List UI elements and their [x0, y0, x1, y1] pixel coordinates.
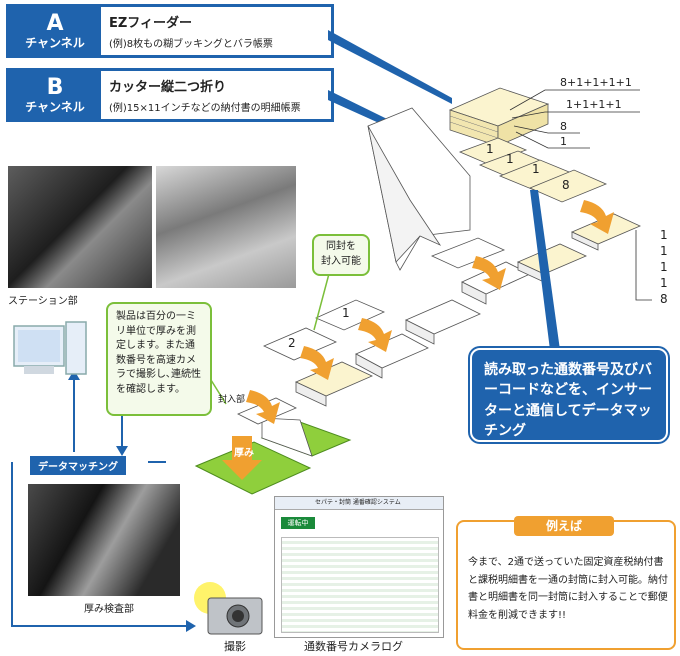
stack-label-4: 1 [560, 135, 567, 148]
computer-icon [13, 321, 87, 375]
stack-label-3: 8 [560, 120, 567, 133]
thickness-caption: 厚み検査部 [84, 604, 134, 615]
thickness-tag: 厚み [234, 448, 254, 459]
orange-arrows [222, 200, 614, 480]
right-column-5: 8 [660, 292, 668, 306]
sheet-number-1: 1 [486, 142, 494, 156]
data-matching-arrowheads [68, 370, 196, 632]
channel-b-desc: (例)15×11インチなどの納付書の明細帳票 [109, 103, 301, 114]
camera-log-table [281, 537, 439, 633]
station-photo-left [8, 166, 152, 288]
right-column-leader [635, 230, 652, 301]
sheet-number-3: 1 [532, 162, 540, 176]
channel-a-channel: チャンネル [25, 36, 85, 50]
sheet-number-5: 1 [342, 306, 350, 320]
stack-label-leaders [509, 89, 640, 149]
example-text: 今まで、2通で送っていた固定資産税納付書と課税明細書を一通の封筒に封入可能。納付… [468, 557, 668, 621]
numbered-sheets [263, 299, 385, 361]
channel-a-desc: (例)8枚もの糊ブッキングとバラ帳票 [109, 39, 273, 50]
station-photo-right [156, 166, 296, 288]
channel-b-title: カッター縦二つ折り [109, 80, 227, 95]
insert-label: 封入部 [218, 395, 246, 405]
folded-sheet [367, 107, 471, 271]
blue-pointer [530, 190, 560, 350]
right-column-1: 1 [660, 228, 668, 242]
sheet-number-4: 8 [562, 178, 570, 192]
data-matching-message: 読み取った通数番号及びバーコードなどを、インサーターと通信してデータマッチング [470, 348, 668, 442]
data-matching-lines [11, 374, 186, 627]
channel-b-banner: B チャンネル カッター縦二つ折り (例)15×11インチなどの納付書の明細帳票 [6, 68, 334, 122]
camera-log-screenshot: セパテ・封筒 通番確認システム 運転中 [274, 496, 444, 638]
input-stack [448, 87, 550, 147]
channel-b-channel: チャンネル [25, 100, 85, 114]
channel-b-letter: B [46, 75, 64, 100]
station-caption: ステーション部 [8, 296, 78, 307]
separated-sheets [430, 137, 608, 269]
stack-label-2: 1+1+1+1 [566, 98, 622, 111]
right-column-3: 1 [660, 260, 668, 274]
camera-icon [194, 582, 263, 635]
channel-b-tag: B チャンネル [9, 71, 101, 119]
right-column-4: 1 [660, 276, 668, 290]
right-column-2: 1 [660, 244, 668, 258]
sheet-number-6: 2 [288, 336, 296, 350]
channel-a-leader [328, 30, 452, 104]
channel-a-title: EZフィーダー [109, 16, 193, 31]
measurement-note: 製品は百分の一ミリ単位で厚みを測定します。また通数番号を高速カメラで撮影し､連続… [106, 302, 212, 416]
data-matching-label: データマッチング [30, 456, 126, 475]
camera-caption: 撮影 [224, 640, 246, 653]
same-envelope-callout: 同封を 封入可能 [312, 234, 370, 276]
bubble-connector [313, 269, 331, 331]
camera-log-caption: 通数番号カメラログ [304, 640, 403, 653]
channel-a-tag: A チャンネル [9, 7, 101, 55]
channel-a-banner: A チャンネル EZフィーダー (例)8枚もの糊ブッキングとバラ帳票 [6, 4, 334, 58]
example-heading: 例えば [514, 516, 614, 536]
channel-a-letter: A [46, 11, 64, 36]
thickness-inspection-photo [28, 484, 180, 596]
example-box: 例えば 今まで、2通で送っていた固定資産税納付書と課税明細書を一通の封筒に封入可… [456, 516, 676, 650]
stack-label-1: 8+1+1+1+1 [560, 76, 632, 89]
operating-status-badge: 運転中 [281, 517, 315, 529]
sheet-number-2: 1 [506, 152, 514, 166]
camera-log-window-title: セパテ・封筒 通番確認システム [275, 497, 443, 510]
